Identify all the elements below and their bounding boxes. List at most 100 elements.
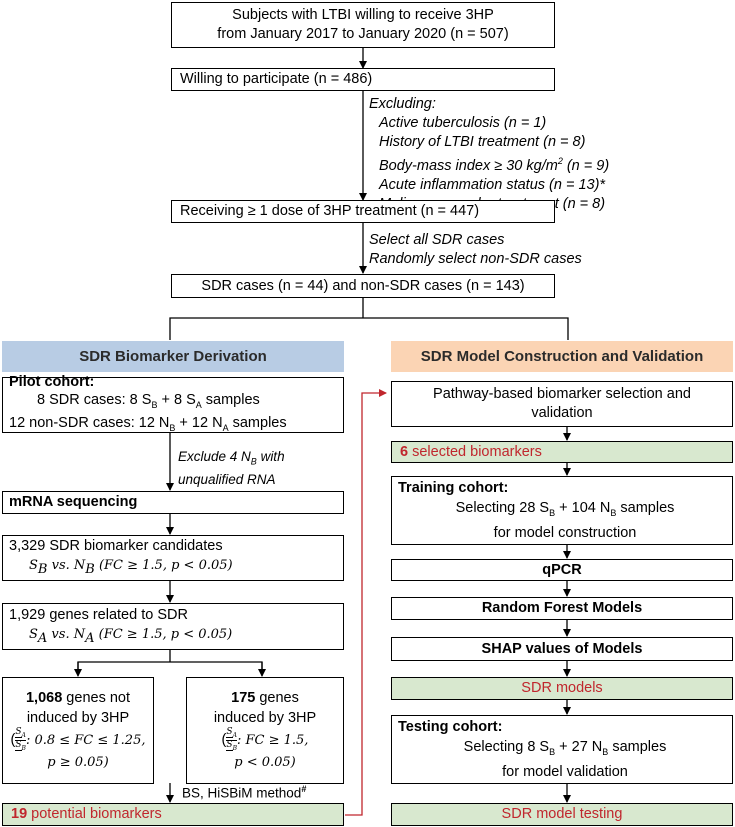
selected-text: selected biomarkers <box>408 443 542 460</box>
cases-label: SDR cases (n = 44) and non-SDR cases (n … <box>201 277 525 294</box>
test-text-b: + 27 N <box>555 739 603 756</box>
eligible-subjects-line2: from January 2017 to January 2020 (n = 5… <box>217 26 509 42</box>
frac-num: S <box>15 727 22 739</box>
pilot-sdr-text-c: samples <box>201 392 260 409</box>
frac-den: S <box>15 740 22 751</box>
exclusion-item: History of LTBI treatment (n = 8) <box>379 134 586 150</box>
selection-note: Select all SDR cases Randomly select non… <box>369 231 582 269</box>
sdr-genes-criteria: SA vs. NA (FC ≥ 1.5, p < 0.05) <box>9 625 232 648</box>
not-induced-fc: : 0.8 ≤ FC ≤ 1.25, <box>25 733 146 749</box>
sub-b: B <box>549 746 556 757</box>
sub-b: B <box>169 422 176 433</box>
not-induced-line4: p ≥ 0.05) <box>47 754 109 770</box>
candidates-criteria: SB vs. NB (FC ≥ 1.5, p < 0.05) <box>9 556 233 579</box>
train-text-c: samples <box>616 500 675 517</box>
sdr-model-testing-label: SDR model testing <box>501 806 623 822</box>
shap-label: SHAP values of Models <box>481 640 643 657</box>
sub-b: B <box>37 561 48 577</box>
frac-den: S <box>226 740 233 751</box>
pathway-line1: Pathway-based biomarker selection and <box>433 386 691 402</box>
frac-num: S <box>226 727 233 739</box>
not-induced-line2: induced by 3HP <box>26 710 130 727</box>
potential-biomarkers-label: 19 potential biomarkers <box>11 805 162 824</box>
induced-line2: induced by 3HP <box>213 710 317 727</box>
model-construction-header: SDR Model Construction and Validation <box>391 341 733 372</box>
pilot-cohort-title: Pilot cohort: <box>9 374 95 391</box>
train-text: Selecting 28 S <box>455 500 550 517</box>
qpcr-label: qPCR <box>542 561 582 578</box>
mrna-label: mRNA sequencing <box>9 494 138 510</box>
exclude-text-b: with <box>256 449 285 464</box>
pathway-line2: validation <box>531 405 593 421</box>
bs-method-note: BS, HiSBiM method# <box>182 784 306 801</box>
select-non-sdr-text: Randomly select non-SDR cases <box>369 251 582 267</box>
training-title: Training cohort: <box>398 480 509 497</box>
testing-line2: for model validation <box>502 763 628 780</box>
sub-b: B <box>602 746 609 757</box>
pathway-selection-box: Pathway-based biomarker selection and va… <box>391 381 733 427</box>
sdr-genes-title: 1,929 genes related to SDR <box>9 606 188 623</box>
exclude-text-2: unqualified RNA <box>178 471 276 487</box>
bmi-count: (n = 9) <box>562 157 610 174</box>
sub-b: B <box>232 744 237 752</box>
random-forest-box: Random Forest Models <box>391 597 733 620</box>
training-line1: Selecting 28 SB + 104 NB samples <box>456 498 675 523</box>
pilot-cohort-box: Pilot cohort: 8 SDR cases: 8 SB + 8 SA s… <box>2 374 344 433</box>
sub-b: B <box>21 744 26 752</box>
genes-stats: (FC ≥ 1.5, p < 0.05) <box>94 626 233 642</box>
sdr-models-box: SDR models <box>391 677 733 700</box>
selected-count: 6 <box>400 443 409 460</box>
genes-s: S <box>29 626 38 642</box>
sub-a: A <box>21 732 26 739</box>
random-forest-label: Random Forest Models <box>481 600 643 616</box>
paren-open: ( <box>10 732 16 749</box>
treatment-box: Receiving ≥ 1 dose of 3HP treatment (n =… <box>171 200 555 223</box>
not-induced-text: genes not <box>62 690 131 707</box>
testing-cohort-box: Testing cohort: Selecting 8 SB + 27 NB s… <box>391 715 733 784</box>
sub-b: B <box>151 400 158 410</box>
exclude-text: Exclude 4 N <box>178 449 251 464</box>
genes-vs: vs. N <box>47 626 86 642</box>
willing-label: Willing to participate (n = 486) <box>180 71 373 87</box>
mrna-sequencing-box: mRNA sequencing <box>2 491 344 514</box>
sub-a: A <box>222 422 229 433</box>
sub-b: B <box>610 507 617 518</box>
sub-b: B <box>250 456 257 467</box>
test-text-c: samples <box>608 739 667 756</box>
willing-box: Willing to participate (n = 486) <box>171 68 555 91</box>
pilot-sdr-text: 8 SDR cases: 8 S <box>37 392 152 409</box>
selected-biomarkers-label: 6 selected biomarkers <box>400 443 542 462</box>
selected-biomarkers-box: 6 selected biomarkers <box>391 441 733 463</box>
exclusion-note: Excluding: Active tuberculosis (n = 1) H… <box>369 95 609 214</box>
cand-vs: vs. N <box>47 558 86 574</box>
qpcr-box: qPCR <box>391 559 733 581</box>
sub-a: A <box>232 732 237 739</box>
pilot-nonsdr-text: 12 non-SDR cases: 12 N <box>9 415 170 431</box>
bs-method-hash: # <box>301 784 307 794</box>
potential-text: potential biomarkers <box>27 806 162 822</box>
pilot-nonsdr-line: 12 non-SDR cases: 12 NB + 12 NA samples <box>9 414 287 437</box>
pilot-sdr-text-b: + 8 S <box>157 392 196 409</box>
sub-b: B <box>549 507 556 518</box>
exclusion-item: Active tuberculosis (n = 1) <box>379 115 547 131</box>
sdr-models-label: SDR models <box>521 680 603 696</box>
pilot-nonsdr-text-c: samples <box>228 415 287 431</box>
eligible-subjects-box: Subjects with LTBI willing to receive 3H… <box>171 2 555 48</box>
cases-box: SDR cases (n = 44) and non-SDR cases (n … <box>171 274 555 298</box>
sub-b: B <box>85 561 95 577</box>
eligible-subjects-line1: Subjects with LTBI willing to receive 3H… <box>232 7 494 23</box>
testing-line1: Selecting 8 SB + 27 NB samples <box>464 737 667 762</box>
not-induced-count: 1,068 <box>25 690 63 707</box>
bmi-text: Body-mass index ≥ 30 kg/m <box>379 157 558 174</box>
training-line2: for model construction <box>493 524 637 541</box>
sub-a: A <box>85 630 95 646</box>
candidates-box: 3,329 SDR biomarker candidates SB vs. NB… <box>2 535 344 581</box>
induced-count: 175 <box>231 690 256 707</box>
sdr-genes-box: 1,929 genes related to SDR SA vs. NA (FC… <box>2 603 344 650</box>
shap-box: SHAP values of Models <box>391 637 733 661</box>
